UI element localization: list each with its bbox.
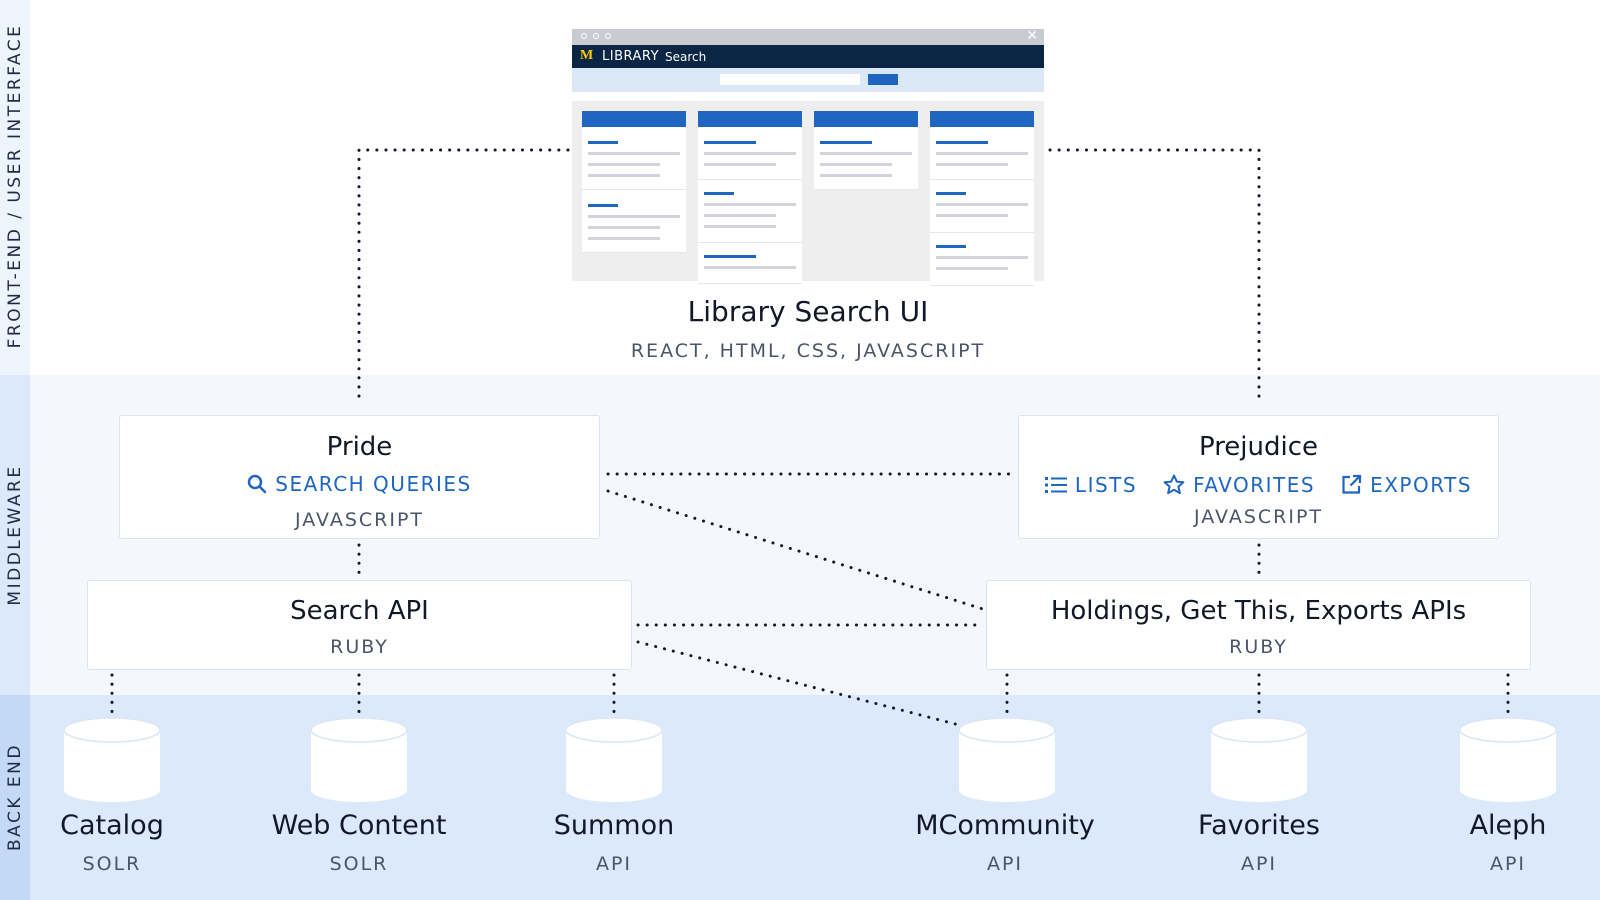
- mockup-column: [930, 111, 1034, 286]
- link-ui-to-pride: [357, 148, 570, 407]
- summon-database-icon: [566, 718, 662, 802]
- search-api-box: Search API RUBY: [87, 580, 632, 670]
- mockup-search-bar: [572, 68, 1044, 92]
- link-search-api-to-mcommunity: [636, 640, 992, 735]
- aleph-label: Aleph API: [1469, 810, 1547, 875]
- mockup-column: [814, 111, 918, 190]
- mockup-search-input: [720, 74, 860, 85]
- prejudice-tech: JAVASCRIPT: [1193, 506, 1324, 528]
- window-dot-icon: [581, 33, 587, 39]
- pride-feature: SEARCH QUERIES: [247, 474, 471, 494]
- summon-label: Summon API: [553, 810, 675, 875]
- prejudice-feature-lists: LISTS: [1044, 474, 1137, 495]
- prejudice-feature-favorites: FAVORITES: [1163, 474, 1315, 495]
- prejudice-box: Prejudice LISTS FAVORITES EXPORTS JAVASC…: [1018, 415, 1499, 539]
- mockup-header: M LIBRARY Search: [572, 45, 1044, 68]
- library-search-ui-title: Library Search UI: [687, 295, 929, 328]
- mockup-brand: LIBRARY: [602, 49, 660, 64]
- window-dot-icon: [593, 33, 599, 39]
- library-search-ui-caption: Library Search UI REACT, HTML, CSS, JAVA…: [572, 298, 1044, 361]
- catalog-database-icon: [64, 718, 160, 802]
- pride-title: Pride: [326, 432, 393, 462]
- prejudice-title: Prejudice: [1198, 432, 1319, 462]
- web-content-label: Web Content SOLR: [271, 810, 447, 875]
- external-link-icon: [1342, 474, 1362, 494]
- link-ui-to-prejudice: [1048, 148, 1261, 407]
- mockup-results: [572, 101, 1044, 286]
- link-pride-to-holdings: [606, 489, 988, 612]
- search-api-title: Search API: [290, 596, 429, 626]
- back-end-strip: [0, 695, 30, 900]
- library-search-ui-mockup: ✕ M LIBRARY Search: [572, 28, 1044, 286]
- star-icon: [1163, 474, 1185, 495]
- back-end-layer: [0, 695, 1600, 900]
- holdings-api-tech: RUBY: [1229, 636, 1288, 658]
- window-dot-icon: [605, 33, 611, 39]
- library-search-ui-tech: REACT, HTML, CSS, JAVASCRIPT: [630, 340, 986, 362]
- mcommunity-label: MCommunity API: [915, 810, 1095, 875]
- search-icon: [248, 474, 267, 494]
- mockup-search-label: Search: [665, 50, 707, 64]
- web-content-database-icon: [311, 718, 407, 802]
- prejudice-features: LISTS FAVORITES EXPORTS: [1019, 474, 1498, 495]
- holdings-api-box: Holdings, Get This, Exports APIs RUBY: [986, 580, 1531, 670]
- pride-feature-label: SEARCH QUERIES: [275, 472, 472, 496]
- prejudice-feature-exports: EXPORTS: [1341, 474, 1472, 495]
- catalog-label: Catalog SOLR: [60, 810, 164, 875]
- aleph-database-icon: [1460, 718, 1556, 802]
- mockup-column: [582, 111, 686, 253]
- list-icon: [1044, 476, 1067, 493]
- pride-tech: JAVASCRIPT: [294, 509, 425, 531]
- middleware-strip: [0, 375, 30, 695]
- search-api-tech: RUBY: [330, 636, 389, 658]
- pride-box: Pride SEARCH QUERIES JAVASCRIPT: [119, 415, 600, 539]
- favorites-label: Favorites API: [1198, 810, 1320, 875]
- favorites-database-icon: [1211, 718, 1307, 802]
- close-icon: ✕: [1026, 28, 1038, 44]
- holdings-api-title: Holdings, Get This, Exports APIs: [1050, 596, 1467, 626]
- front-end-strip: [0, 0, 30, 375]
- mcommunity-database-icon: [959, 718, 1055, 802]
- mockup-column: [698, 111, 802, 284]
- mockup-search-button: [868, 74, 898, 85]
- m-logo: M: [580, 48, 594, 63]
- mockup-titlebar: ✕: [572, 28, 1044, 45]
